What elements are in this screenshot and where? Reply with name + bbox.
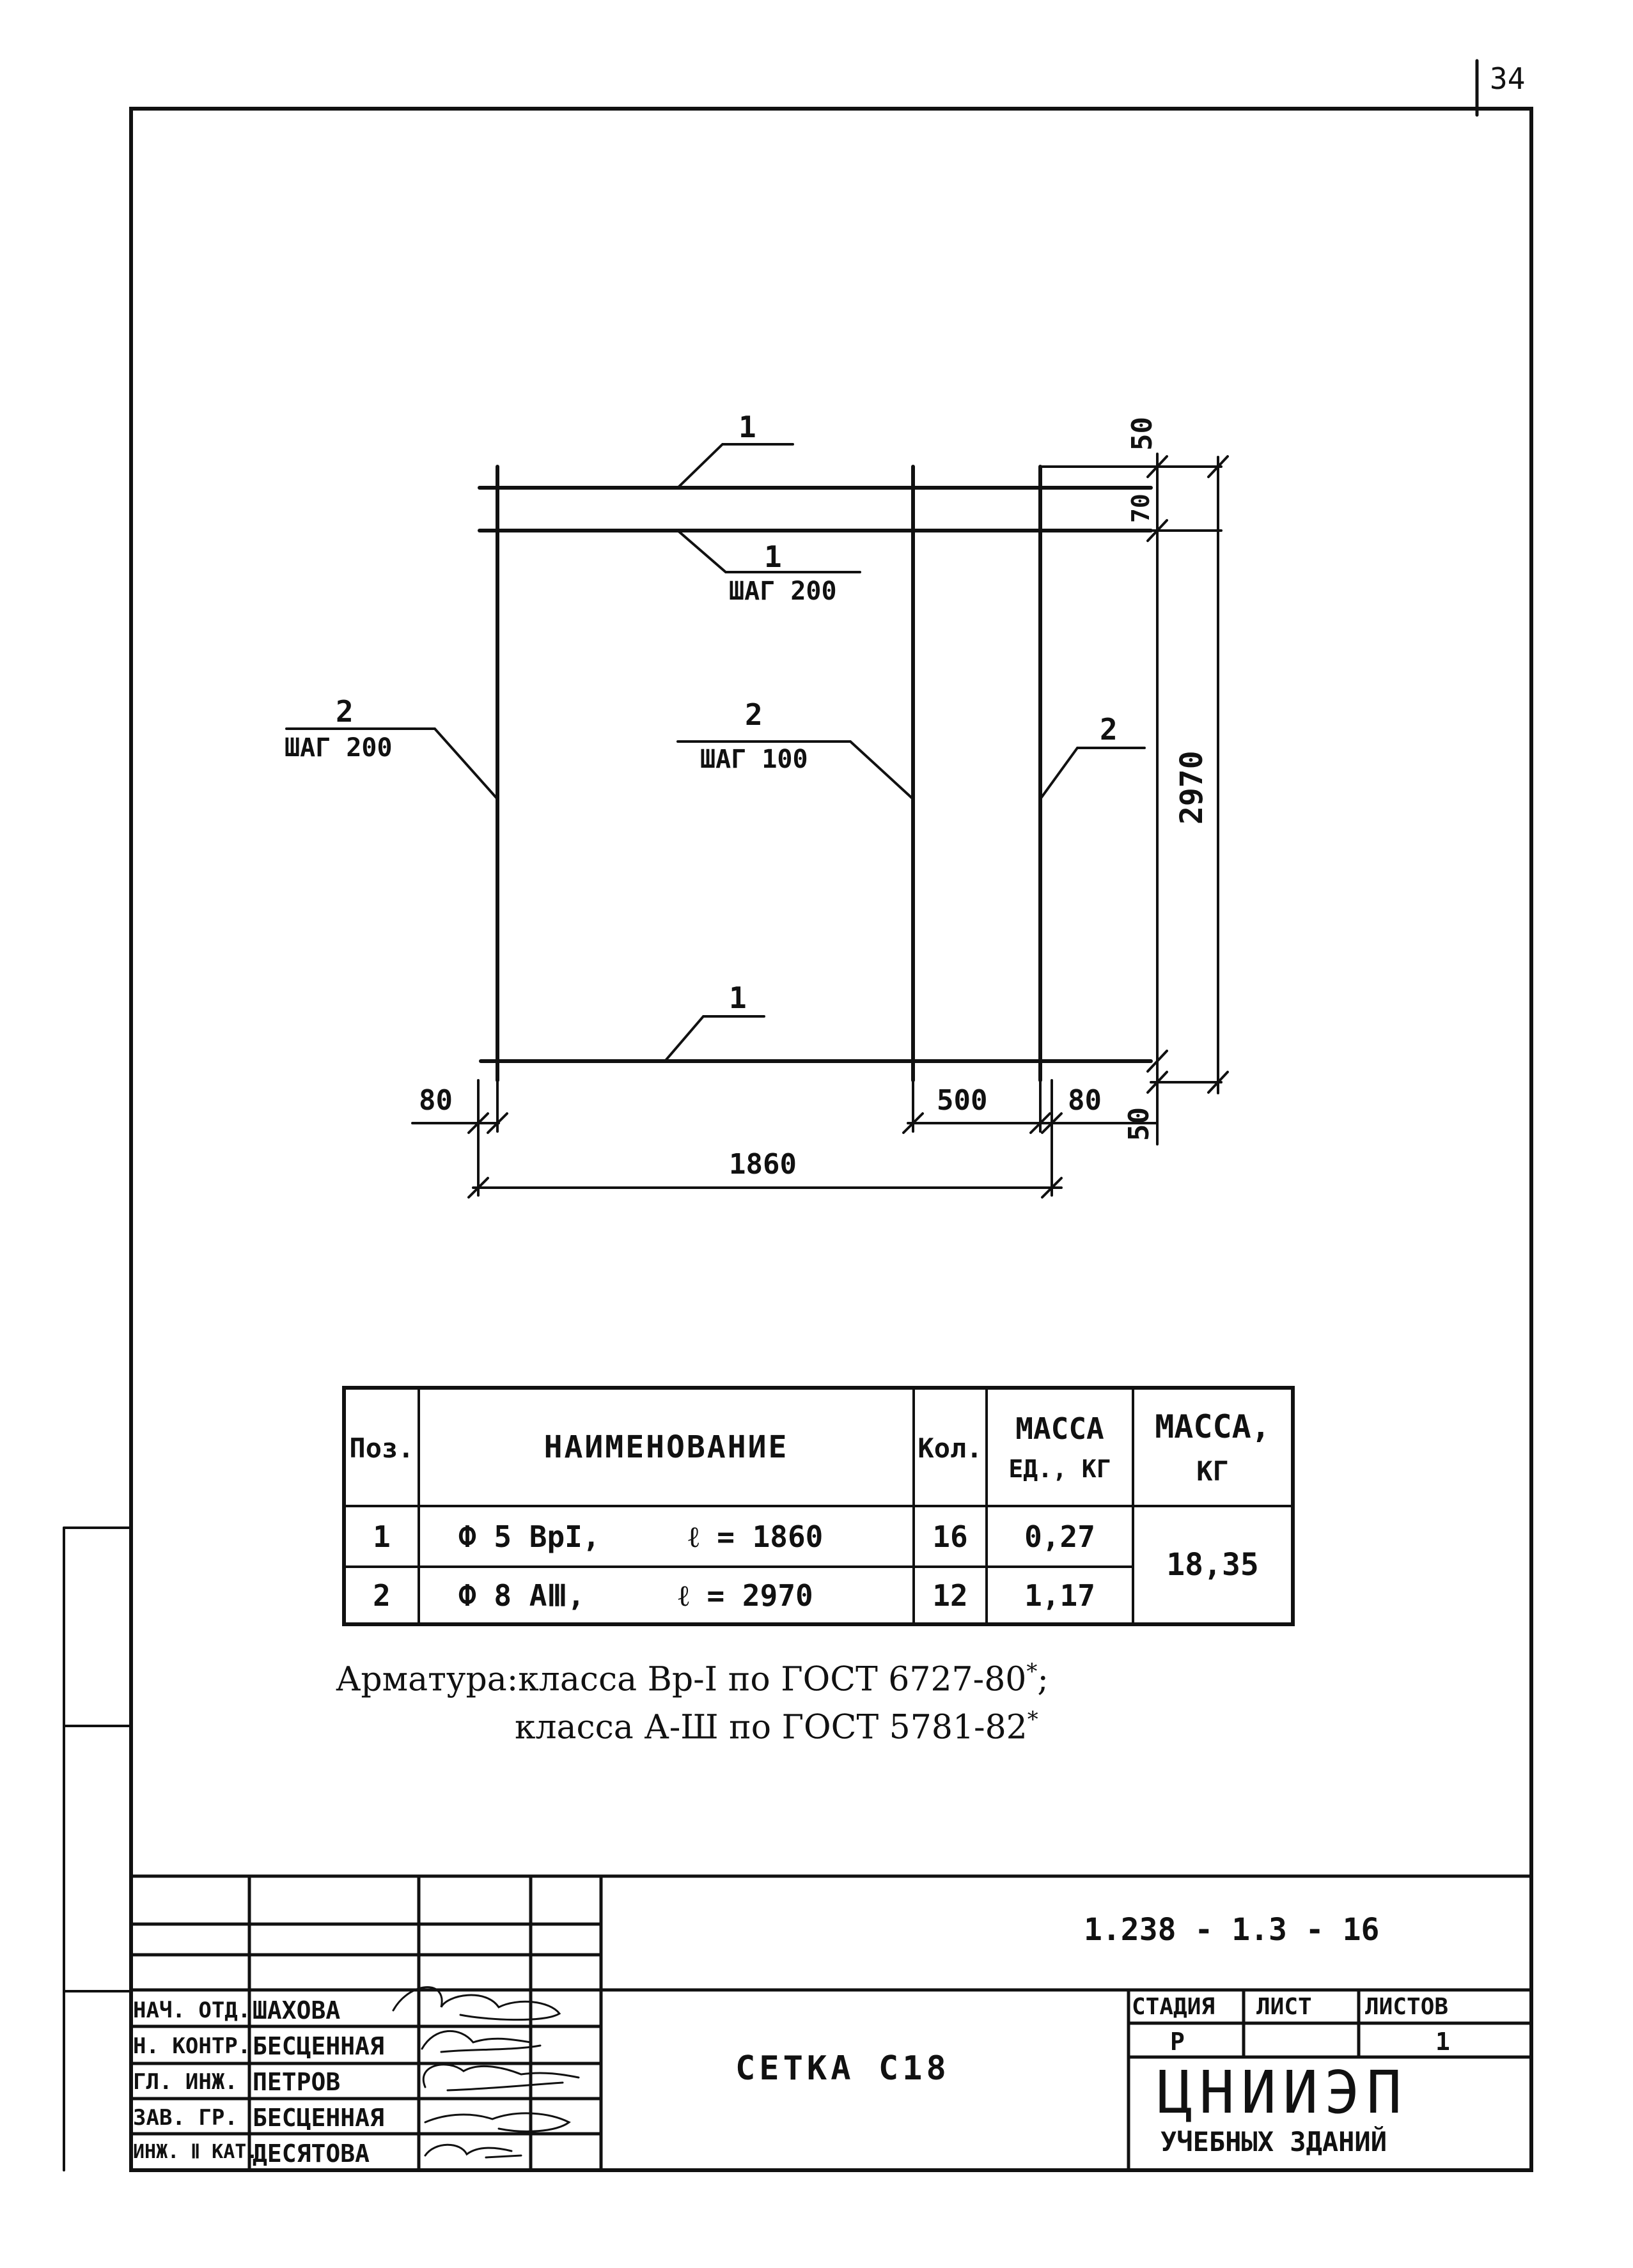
header-unit-mass: МАССА ЕД., КГ	[985, 1386, 1134, 1507]
header-total-mass-line1: МАССА,	[1155, 1408, 1270, 1445]
staff-name-2: БЕСЦЕННАЯ	[253, 2032, 384, 2060]
sheet-frame	[129, 107, 1533, 2172]
header-total-mass: МАССА, КГ	[1132, 1386, 1294, 1507]
staff-role-5: ИНЖ. Ⅱ КАТ.	[133, 2141, 258, 2163]
dim-bottom-left-offset: 80	[419, 1084, 453, 1117]
note-line-1-end: ;	[1037, 1660, 1049, 1699]
row1-name: Ф 5 ВрI, ℓ = 1860	[418, 1505, 915, 1568]
row1-qty: 16	[912, 1505, 988, 1568]
row2-length: ℓ = 2970	[678, 1578, 813, 1613]
spec-row-2: 2 Ф 8 АⅢ, ℓ = 2970 12 1,17	[343, 1565, 1293, 1626]
header-unit-mass-line1: МАССА	[1015, 1411, 1104, 1446]
row2-unit-mass: 1,17	[985, 1565, 1134, 1626]
signature-3	[423, 2063, 580, 2092]
note-line-1-text: Арматура:класса Вр-I по ГОСТ 6727-80	[336, 1660, 1027, 1699]
label-step-mid: ШАГ 100	[700, 745, 808, 774]
dim-bottom-total: 1860	[729, 1148, 797, 1181]
row2-qty: 12	[912, 1565, 988, 1626]
header-qty: Кол.	[912, 1386, 988, 1507]
label-pos-bottom: 1	[729, 981, 747, 1015]
label-pos-top-lower: 1	[764, 540, 782, 574]
title-block-grid	[129, 1874, 1533, 2172]
spec-table: Поз. НАИМЕНОВАНИЕ Кол. МАССА ЕД., КГ МАС…	[342, 1386, 1295, 1626]
dim-right-second: 70	[1127, 493, 1155, 523]
staff-name-3: ПЕТРОВ	[253, 2068, 341, 2096]
staff-name-1: ШАХОВА	[253, 1996, 341, 2024]
sheet-header: ЛИСТ	[1256, 1994, 1312, 2020]
dimensions	[411, 453, 1229, 1199]
label-step-top-lower: ШАГ 200	[729, 577, 837, 606]
row1-name-text: Ф 5 ВрI,	[458, 1519, 600, 1554]
staff-name-4: БЕСЦЕННАЯ	[253, 2104, 384, 2132]
stage-value: Р	[1170, 2028, 1185, 2056]
drawing-title: СЕТКА С18	[735, 2049, 950, 2088]
spec-header-row: Поз. НАИМЕНОВАНИЕ Кол. МАССА ЕД., КГ МАС…	[343, 1386, 1294, 1507]
staff-role-4: ЗАВ. ГР.	[133, 2105, 238, 2131]
row1-pos: 1	[343, 1505, 420, 1568]
org-subtitle: УЧЕБНЫХ ЗДАНИЙ	[1160, 2126, 1387, 2157]
signature-5	[424, 2143, 522, 2159]
total-mass: 18,35	[1132, 1505, 1294, 1626]
dim-bottom-mid: 500	[937, 1084, 988, 1117]
label-pos-mid: 2	[745, 697, 763, 732]
doc-code: 1.238 - 1.3 - 16	[1084, 1912, 1380, 1948]
header-unit-mass-line2: ЕД., КГ	[1008, 1455, 1111, 1483]
dim-right-total: 2970	[1174, 750, 1210, 825]
signature-4	[424, 2112, 571, 2132]
header-name: НАИМЕНОВАНИЕ	[418, 1386, 915, 1507]
staff-name-5: ДЕСЯТОВА	[253, 2140, 370, 2168]
note-line-1: Арматура:класса Вр-I по ГОСТ 6727-80*;	[336, 1659, 1049, 1698]
label-pos-left: 2	[336, 694, 354, 729]
note-line-2-mark: *	[1027, 1707, 1038, 1732]
staff-role-3: ГЛ. ИНЖ.	[133, 2069, 238, 2095]
sheets-value: 1	[1435, 2028, 1450, 2056]
mesh-drawing	[478, 465, 1153, 1082]
staff-role-1: НАЧ. ОТД.	[133, 1998, 251, 2023]
sheets-header: ЛИСТОВ	[1365, 1994, 1449, 2020]
dim-right-top: 50	[1126, 417, 1159, 451]
stage-header: СТАДИЯ	[1132, 1994, 1215, 2020]
dim-bottom-right-small: 50	[1123, 1107, 1155, 1141]
dim-bottom-right-offset: 80	[1068, 1084, 1102, 1117]
signature-2	[421, 2030, 542, 2053]
label-step-left: ШАГ 200	[285, 733, 393, 763]
staff-role-2: Н. КОНТР.	[133, 2033, 251, 2059]
header-pos: Поз.	[343, 1386, 420, 1507]
row1-length: ℓ = 1860	[688, 1519, 824, 1554]
label-pos-right: 2	[1100, 712, 1118, 747]
row1-unit-mass: 0,27	[985, 1505, 1134, 1568]
label-pos-top-upper: 1	[738, 410, 756, 444]
note-line-1-mark: *	[1026, 1659, 1038, 1684]
signatures	[392, 1986, 580, 2159]
row2-name-text: Ф 8 АⅢ,	[458, 1578, 585, 1613]
spec-row-1: 1 Ф 5 ВрI, ℓ = 1860 16 0,27 18,35	[343, 1505, 1294, 1626]
row2-pos: 2	[343, 1565, 420, 1626]
signature-1	[392, 1986, 561, 2021]
org-name: ЦНИИЭП	[1157, 2058, 1409, 2127]
page-number: 34	[1490, 61, 1526, 96]
header-total-mass-line2: КГ	[1196, 1456, 1229, 1487]
note-line-2: класса А-Ш по ГОСТ 5781-82*	[515, 1707, 1038, 1746]
note-line-2-text: класса А-Ш по ГОСТ 5781-82	[515, 1708, 1027, 1747]
leaders	[285, 443, 1146, 1062]
row2-name: Ф 8 АⅢ, ℓ = 2970	[418, 1565, 915, 1626]
